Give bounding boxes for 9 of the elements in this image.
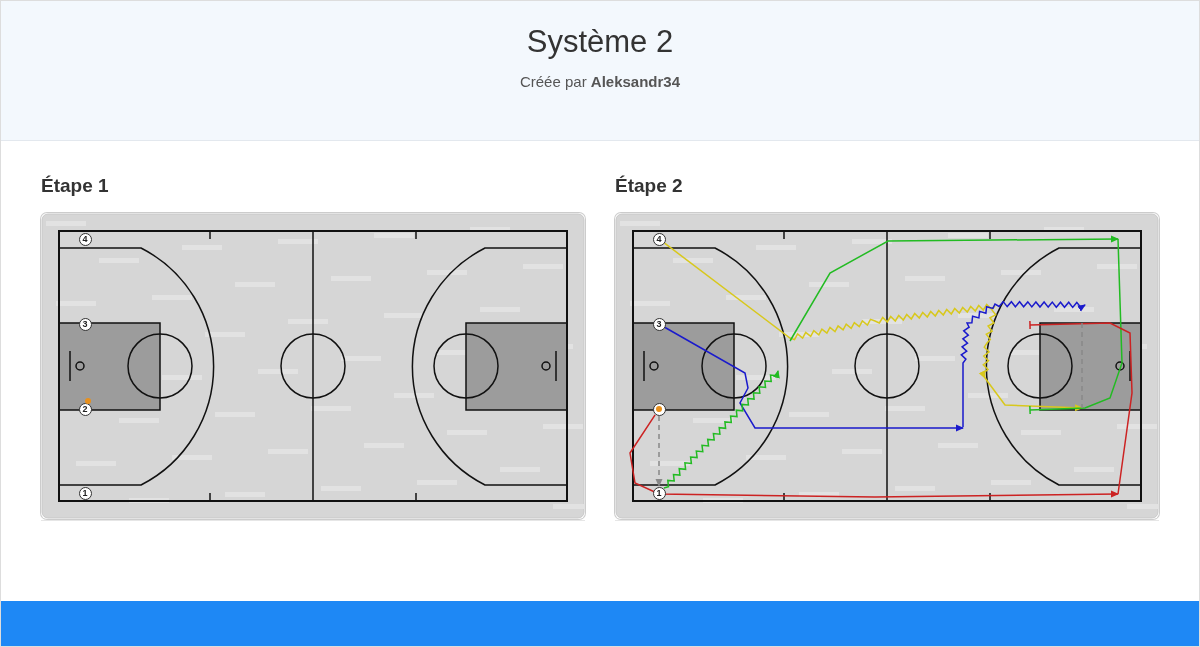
panel-heading: Étape 2 <box>615 175 683 197</box>
title: Système 2 <box>525 24 675 60</box>
pass-arrow <box>655 415 663 487</box>
subtitle: Créée par Aleksandr34 <box>518 73 682 90</box>
dribble-arrow <box>663 370 780 489</box>
movement-arrow <box>629 414 1119 498</box>
movement-arrow <box>664 326 964 432</box>
dribble-arrow <box>663 242 997 379</box>
panel-heading: Étape 1 <box>41 175 109 197</box>
